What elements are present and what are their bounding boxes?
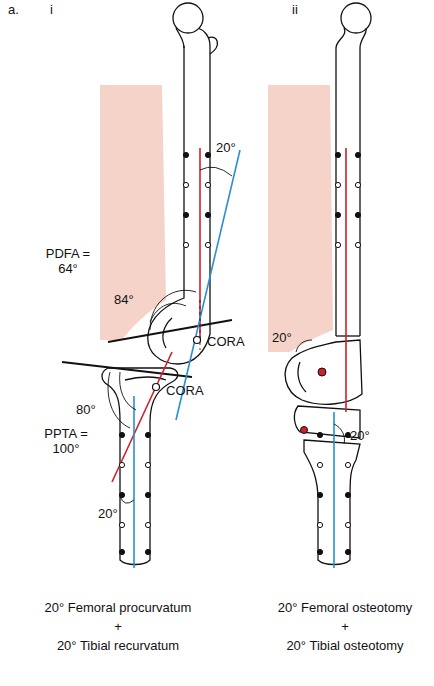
hinge-point [301,427,308,434]
reference-dot [317,462,322,467]
reference-dot [119,432,124,437]
reference-dot [145,462,150,467]
reference-dot [345,522,350,527]
caption-line: 20° Femoral osteotomy [276,600,415,615]
caption-line: 20° Femoral procurvatum [43,600,194,615]
caption-line: 20° Tibial recurvatum [55,638,181,653]
reference-dot [345,549,350,554]
caption-line: 20° Tibial osteotomy [284,638,405,653]
cora-point [153,384,160,391]
tibial-joint-line [62,362,192,377]
angle-arc [200,167,232,176]
muscle-shading [268,85,333,352]
angle-label: PPTA = 100° [34,426,98,456]
panel-number: i [48,2,55,17]
reference-dot [119,462,124,467]
reference-dot [183,182,188,187]
reference-dot [317,432,322,437]
reference-dot [335,152,340,157]
angle-arc [150,290,196,330]
muscle-shading [100,85,166,340]
tibia [304,440,360,565]
cora-label: CORA [164,383,206,398]
reference-dot [183,212,188,217]
reference-dot [355,182,360,187]
reference-dot [335,242,340,247]
angle-arc [108,372,130,428]
panel-number: ii [290,2,300,17]
angle-label: 20° [214,140,238,155]
reference-dot [205,212,210,217]
angle-arc [120,372,136,410]
joint-orientation-lines [62,320,232,377]
caption-line: + [339,619,351,634]
angle-label: 20° [96,506,120,521]
reference-dot [119,522,124,527]
hinge-point [318,368,326,376]
angle-label: PDFA = 64° [40,246,96,276]
angle-arc [334,424,345,444]
reference-dot [205,152,210,157]
angle-arc [296,340,312,352]
reference-dot [145,549,150,554]
reference-dot [183,152,188,157]
reference-dot [345,492,350,497]
reference-dots [119,152,360,554]
femur [336,28,366,336]
cora-point [194,337,201,344]
angle-label: 84° [112,292,136,307]
reference-dot [205,242,210,247]
tibial-axis-extended [176,150,240,420]
reference-dot [355,242,360,247]
reference-dot [335,212,340,217]
reference-dot [355,212,360,217]
reference-dot [145,432,150,437]
condyle-line [163,318,172,348]
angle-arcs [108,167,344,503]
reference-dot [145,522,150,527]
angle-label: 20° [270,330,294,345]
osteotomy-cut [336,335,360,336]
reference-dot [345,432,350,437]
cora-label: CORA [205,334,247,349]
femoral-neck [176,28,217,54]
femoral-axis [345,148,347,412]
tibial-axis [333,412,335,568]
femoral-head [173,3,203,33]
reference-dot [317,549,322,554]
reference-dot [119,492,124,497]
reference-dot [205,182,210,187]
reference-dot [317,522,322,527]
reference-dot [119,549,124,554]
tibial-axis [133,396,135,568]
reference-dot [317,492,322,497]
femoral-axis-extended [112,352,172,482]
panel-letter: a. [6,2,21,17]
reference-dot [355,152,360,157]
caption-line: + [112,619,124,634]
condyle-line [298,362,306,392]
distal-femur-fragment [285,340,362,404]
angle-label: 80° [74,402,98,417]
reference-dot [145,492,150,497]
bones [102,3,371,565]
angle-arc [150,303,186,322]
reference-dot [345,462,350,467]
angle-label: 20° [348,428,372,443]
reference-dot [335,182,340,187]
reference-dot [183,242,188,247]
